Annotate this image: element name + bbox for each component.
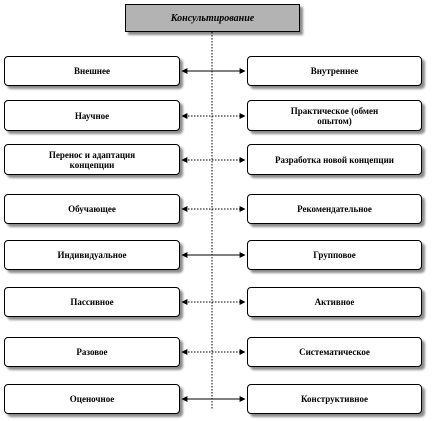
left-box-label: Пассивное xyxy=(70,297,114,307)
left-box-label: Обучающее xyxy=(68,204,116,214)
left-box-one-time: Разовое xyxy=(4,337,180,367)
right-box-label: Систематическое xyxy=(299,347,370,357)
right-box-systematic: Систематическое xyxy=(247,337,422,367)
right-box-label: Разработка новой концепции xyxy=(275,154,394,165)
left-box-passive: Пассивное xyxy=(4,287,180,317)
left-box-label: Перенос и адаптация концепции xyxy=(48,149,136,170)
title-text: Консультирование xyxy=(170,12,255,24)
left-box-label: Индивидуальное xyxy=(57,250,127,260)
left-box-label: Оценочное xyxy=(69,394,115,404)
right-box-label: Конструктивное xyxy=(300,394,368,404)
right-box-internal: Внутреннее xyxy=(247,56,422,86)
left-box-individual: Индивидуальное xyxy=(4,240,180,270)
right-box-label: Внутреннее xyxy=(310,66,359,76)
left-box-scientific: Научное xyxy=(4,100,180,131)
left-box-evaluative: Оценочное xyxy=(4,384,180,414)
right-box-label: Групповое xyxy=(313,250,356,260)
left-box-label: Научное xyxy=(74,110,110,121)
left-box-label: Внешнее xyxy=(74,66,110,76)
right-box-new-concept: Разработка новой концепции xyxy=(247,144,422,175)
right-box-label: Практическое (обмен опытом) xyxy=(290,105,379,126)
right-box-group: Групповое xyxy=(247,240,422,270)
right-box-active: Активное xyxy=(247,287,422,317)
right-box-advisory: Рекомендательное xyxy=(247,194,422,224)
title-box: Консультирование xyxy=(125,4,300,32)
left-box-external: Внешнее xyxy=(4,56,180,86)
right-box-practical: Практическое (обмен опытом) xyxy=(247,100,422,131)
left-box-transfer-concept: Перенос и адаптация концепции xyxy=(4,144,180,175)
right-box-constructive: Конструктивное xyxy=(247,384,422,414)
left-box-label: Разовое xyxy=(76,347,108,357)
right-box-label: Активное xyxy=(314,297,355,307)
left-box-teaching: Обучающее xyxy=(4,194,180,224)
right-box-label: Рекомендательное xyxy=(297,204,372,214)
